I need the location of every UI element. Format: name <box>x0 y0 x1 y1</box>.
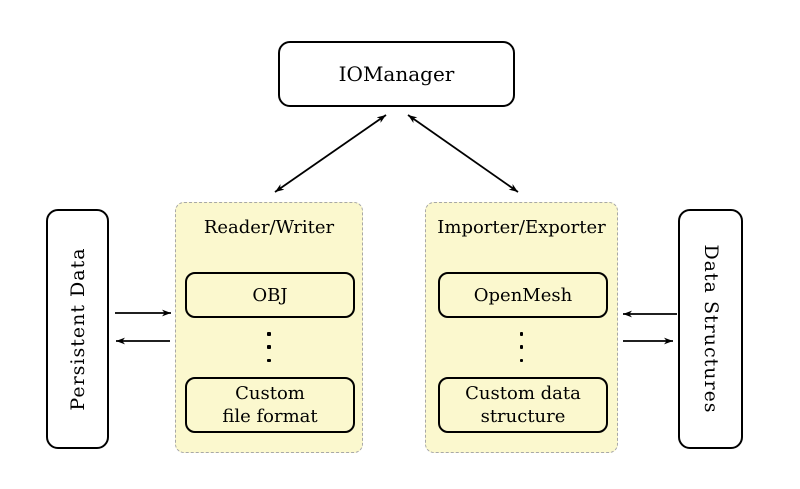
openmesh-label: OpenMesh <box>473 284 573 306</box>
reader-writer-group: Reader/Writer OBJ Custom file format <box>175 202 363 453</box>
custom-file-format-node: Custom file format <box>185 377 355 433</box>
custom-file-format-label: Custom file format <box>222 383 318 427</box>
custom-data-structure-label: Custom data structure <box>465 383 581 427</box>
vertical-ellipsis-icon <box>426 332 617 362</box>
vertical-ellipsis-icon <box>176 332 362 362</box>
obj-label: OBJ <box>252 284 288 306</box>
data-structures-label: Data Structures <box>699 244 722 414</box>
obj-node: OBJ <box>185 272 355 318</box>
importer-exporter-title: Importer/Exporter <box>437 217 606 238</box>
arrow-iomanager-readerwriter <box>274 114 387 193</box>
importer-exporter-group: Importer/Exporter OpenMesh Custom data s… <box>425 202 618 453</box>
custom-data-structure-node: Custom data structure <box>438 377 608 433</box>
reader-writer-title: Reader/Writer <box>203 217 335 238</box>
persistent-data-node: Persistent Data <box>46 209 109 449</box>
arrow-iomanager-importerexporter <box>407 114 519 193</box>
iomanager-label: IOManager <box>338 62 455 86</box>
openmesh-node: OpenMesh <box>438 272 608 318</box>
persistent-data-label: Persistent Data <box>66 247 89 411</box>
iomanager-node: IOManager <box>278 41 515 107</box>
data-structures-node: Data Structures <box>678 209 743 449</box>
